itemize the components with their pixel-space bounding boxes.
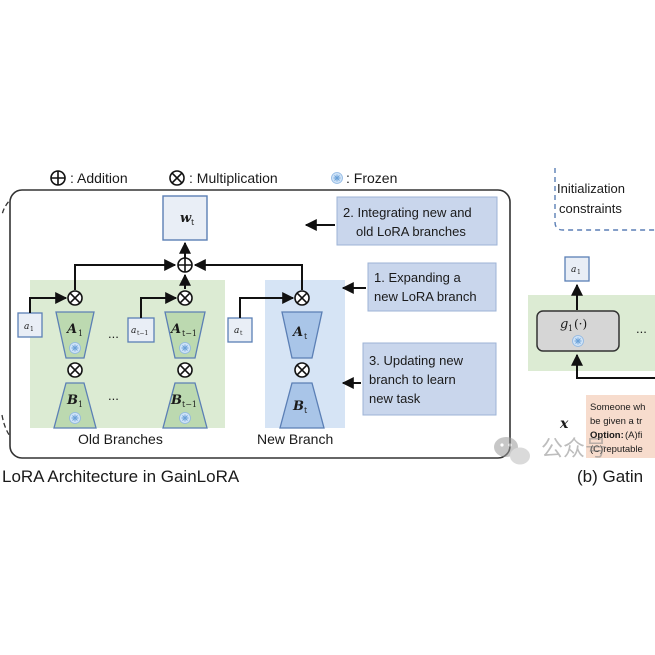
gate-t-arrow <box>239 292 295 318</box>
multiply-node-icon <box>177 290 193 306</box>
step-integrate-line2: old LoRA branches <box>356 224 466 239</box>
lora-b-t-minus-1 <box>162 382 208 429</box>
gate-sub-t-minus-1: t−1 <box>137 330 148 337</box>
frozen-snowflake-icon <box>69 412 81 424</box>
lora-b-1-label: B <box>66 393 78 408</box>
ellipsis-lower: ... <box>108 388 119 403</box>
legend-frozen-label: : Frozen <box>346 170 397 186</box>
lora-b-t <box>279 382 325 429</box>
legend: : Addition : Multiplication : Frozen <box>50 170 397 186</box>
branch1-to-sum-arrow <box>74 259 177 290</box>
step-update-line3: new task <box>369 391 421 406</box>
legend-addition-label: : Addition <box>70 170 128 186</box>
branch-t-minus-1: a t−1 A t−1 B t−1 <box>127 290 208 429</box>
gating-ellipsis: ... <box>636 321 647 336</box>
sample-line4: (C)reputable <box>590 444 643 455</box>
step-box-update: 3. Updating new branch to learn new task <box>362 342 497 416</box>
step-expand-line1: 1. Expanding a <box>374 270 462 285</box>
lora-a-t <box>281 311 323 359</box>
gate-box-1 <box>17 312 43 338</box>
lora-b-t-sub: t <box>304 406 308 415</box>
lora-a-t-minus-1-label: A <box>169 322 181 337</box>
sum-node-icon <box>177 257 193 273</box>
gate-1-arrow <box>29 292 68 313</box>
sample-line1: Someone wh <box>590 402 645 413</box>
gate-label-t: a <box>234 326 239 336</box>
init-line2: constraints <box>559 201 622 216</box>
step-box-expand: 1. Expanding a new LoRA branch <box>367 262 497 312</box>
gate-label-t-minus-1: a <box>131 326 136 336</box>
init-line1: Initialization <box>557 181 625 196</box>
gate-label-1: a <box>24 322 29 332</box>
sample-line3-option: Option: <box>590 430 624 441</box>
lora-b-t-minus-1-label: B <box>170 393 182 408</box>
multiply-node-icon <box>67 362 83 378</box>
old-branches-label: Old Branches <box>78 431 163 447</box>
lora-b-t-label: B <box>292 399 304 414</box>
multiply-node-icon <box>177 362 193 378</box>
multiplication-icon <box>169 170 185 186</box>
step-box-integrate: 2. Integrating new and old LoRA branches <box>336 196 498 246</box>
multiply-node-icon <box>294 362 310 378</box>
frozen-snowflake-icon <box>331 172 343 184</box>
lora-a-t-label: A <box>291 325 303 340</box>
watermark-text: 公众号 <box>541 437 607 462</box>
lora-a-t-sub: t <box>304 332 308 341</box>
step-update-line2: branch to learn <box>369 372 456 387</box>
gating-function-box: g 1 (·) <box>536 310 620 352</box>
lora-b-1 <box>53 382 97 429</box>
sample-line2: be given a tr <box>590 416 642 427</box>
init-constraints-box <box>554 168 655 231</box>
x-label: x <box>559 416 569 432</box>
gate-sub-1: 1 <box>30 326 34 333</box>
lower-blank-area <box>0 486 655 655</box>
lora-a-1-label: A <box>65 322 77 337</box>
weight-sub: t <box>191 218 195 227</box>
step-integrate-line1: 2. Integrating new and <box>343 205 472 220</box>
branch-1: a 1 A 1 B 1 <box>17 290 97 429</box>
gate-output-sub: 1 <box>577 269 581 276</box>
sample-line3-rest: (A)fi <box>625 430 642 441</box>
g-func-sub: 1 <box>568 324 573 333</box>
gate-t-minus-1-arrow <box>140 292 178 318</box>
g-func-label: g <box>560 317 568 332</box>
weight-label: w <box>180 211 192 226</box>
branch3-to-sum-arrow <box>193 259 303 290</box>
step-expand-line2: new LoRA branch <box>374 289 477 304</box>
weight-box: w t <box>162 195 208 241</box>
gate-box-t <box>227 317 253 343</box>
wechat-watermark: 公众号 <box>494 437 607 465</box>
lora-a-t-minus-1-sub: t−1 <box>182 329 197 338</box>
multiply-node-icon <box>67 290 83 306</box>
legend-multiplication-label: : Multiplication <box>189 170 278 186</box>
gating-caption: (b) Gatin <box>577 467 643 486</box>
addition-icon <box>50 170 66 186</box>
sample-input-box: Someone wh be given a tr Option: (A)fi (… <box>586 395 655 458</box>
input-to-gate-arrow <box>571 353 655 379</box>
frozen-snowflake-icon <box>69 342 81 354</box>
ellipsis-upper: ... <box>108 326 119 341</box>
frozen-snowflake-icon <box>572 335 584 347</box>
lora-a-1 <box>55 311 95 359</box>
lora-b-1-sub: 1 <box>78 400 83 409</box>
gate-sub-t: t <box>240 330 243 337</box>
lora-b-t-minus-1-sub: t−1 <box>182 400 197 409</box>
gate-output-box: a 1 <box>564 256 590 282</box>
new-branch-label: New Branch <box>257 431 333 447</box>
frozen-snowflake-icon <box>179 412 191 424</box>
lora-a-1-sub: 1 <box>78 329 83 338</box>
multiply-node-icon <box>294 290 310 306</box>
wechat-icon <box>494 437 530 465</box>
lora-a-t-minus-1 <box>164 311 206 359</box>
gate-box-t-minus-1 <box>127 317 155 343</box>
frozen-snowflake-icon <box>179 342 191 354</box>
branch-t: a t A t B t <box>227 290 325 429</box>
step-update-line1: 3. Updating new <box>369 353 464 368</box>
g-func-arg: (·) <box>574 317 587 331</box>
gate-output-label: a <box>571 265 576 275</box>
main-caption: LoRA Architecture in GainLoRA <box>2 467 240 486</box>
